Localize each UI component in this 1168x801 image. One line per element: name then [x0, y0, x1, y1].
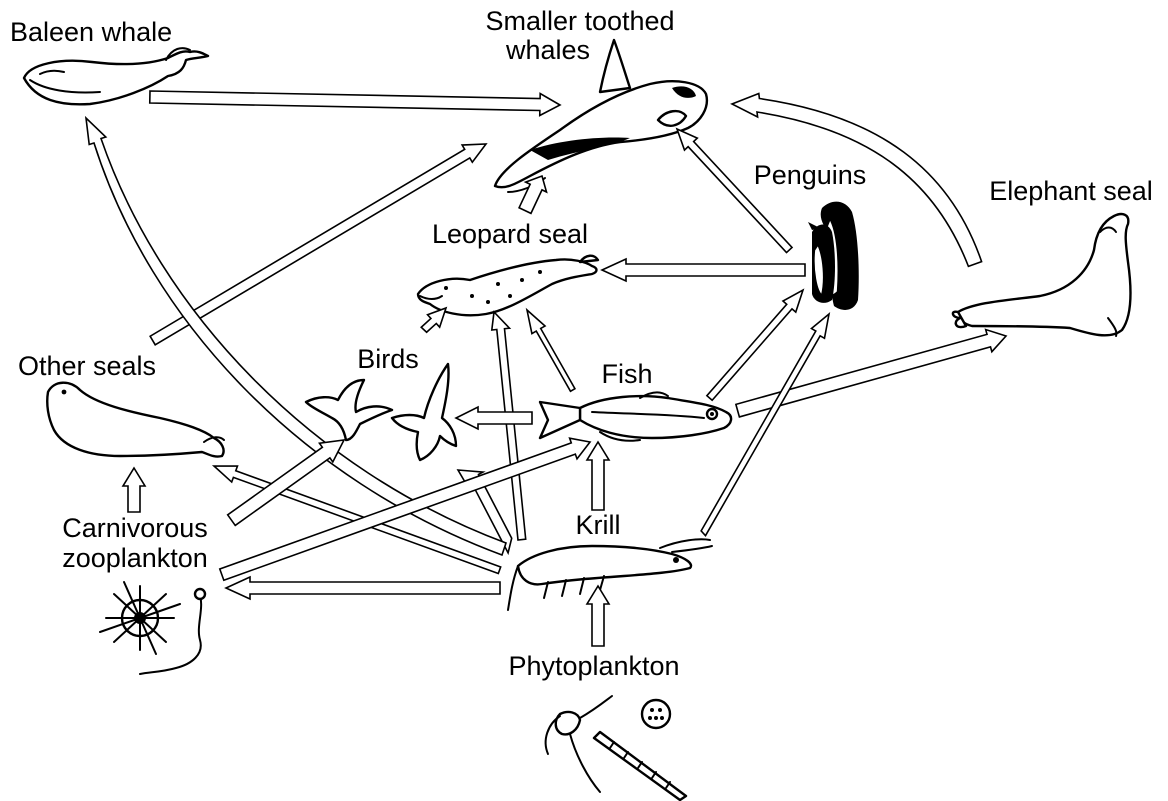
label-baleen-whale: Baleen whale	[10, 17, 172, 47]
arrow-fish-to-birds	[454, 405, 533, 431]
label-carnivorous-line1: Carnivorous	[62, 513, 208, 543]
label-elephant-seal: Elephant seal	[989, 176, 1153, 206]
baleen-whale-drawing	[22, 47, 210, 106]
arrow-penguins-to-leopard	[600, 257, 806, 283]
label-phytoplankton: Phytoplankton	[508, 651, 679, 681]
bird-1-drawing	[304, 378, 394, 442]
carnivorous-zooplankton-drawing	[99, 581, 207, 675]
label-leopard-seal: Leopard seal	[432, 219, 588, 249]
arrow-krill-to-leopard	[490, 310, 527, 541]
arrow-carnivorous-to-other-seals	[121, 466, 147, 513]
label-birds: Birds	[357, 344, 419, 374]
label-toothed-whales-line2: whales	[505, 35, 590, 65]
label-krill: Krill	[576, 510, 621, 540]
arrow-penguins-to-toothed	[675, 127, 794, 254]
arrow-krill-to-carnivorous	[224, 575, 501, 601]
arrow-leopard-to-toothed	[517, 174, 548, 215]
arrow-fish-to-leopard	[525, 307, 577, 393]
arrow-phyto-to-krill	[585, 584, 611, 647]
label-toothed-whales-line1: Smaller toothed	[485, 6, 674, 36]
other-seals-drawing	[46, 381, 225, 458]
fish-drawing	[538, 391, 733, 442]
arrow-birds-to-leopard	[420, 306, 448, 334]
label-carnivorous-line2: zooplankton	[62, 543, 208, 573]
labels: Baleen whale Smaller toothed whales Peng…	[10, 6, 1153, 681]
leopard-seal-drawing	[416, 254, 600, 317]
krill-drawing	[507, 538, 713, 611]
penguins-drawing	[808, 201, 859, 310]
phytoplankton-drawing	[544, 695, 688, 801]
arrows	[84, 90, 1008, 647]
label-other-seals: Other seals	[18, 351, 156, 381]
arrow-carnivorous-to-birds	[226, 439, 346, 527]
label-penguins: Penguins	[754, 160, 867, 190]
bird-2-drawing	[390, 362, 458, 462]
arrow-carnivorous-to-fish	[218, 437, 592, 582]
arrow-other-seals-to-toothed	[149, 143, 488, 346]
elephant-seal-drawing	[951, 212, 1132, 337]
label-fish: Fish	[601, 359, 652, 389]
arrow-fish-to-elephant	[734, 328, 1008, 418]
arrow-fish-to-penguins	[705, 288, 805, 402]
arrow-elephant-to-toothed	[730, 92, 983, 268]
arrow-baleen-to-toothed	[148, 90, 562, 117]
toothed-whale-drawing	[493, 38, 709, 193]
arrow-krill-to-penguins	[700, 311, 831, 538]
arrow-krill-to-fish	[585, 440, 611, 511]
